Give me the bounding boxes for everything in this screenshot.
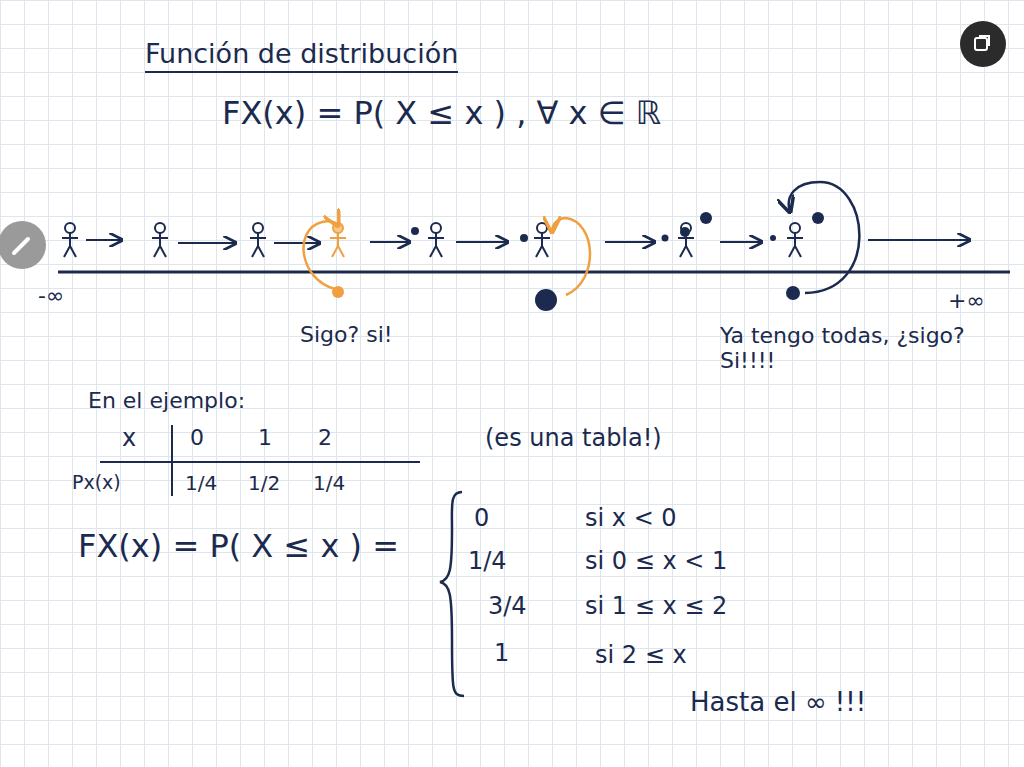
piecewise-condition: si 0 ≤ x < 1 — [585, 548, 727, 576]
table-cell: 1 — [258, 425, 272, 450]
piecewise-condition: si 1 ≤ x ≤ 2 — [585, 593, 727, 621]
piecewise-value: 1/4 — [468, 548, 507, 576]
side-note: (es una tabla!) — [485, 425, 662, 453]
table-cell: 1/4 — [313, 472, 345, 495]
piecewise-value: 0 — [474, 505, 489, 533]
formula: FX(x) = P( X ≤ x ) , ∀ x ∈ ℝ — [222, 95, 661, 132]
page-title: Función de distribución — [145, 38, 458, 73]
speech-note: Sigo? si! — [300, 322, 393, 347]
speech-note: Ya tengo todas, ¿sigo? Si!!!! — [720, 323, 970, 374]
piecewise-condition: si 2 ≤ x — [595, 642, 687, 670]
piecewise-value: 3/4 — [488, 593, 527, 621]
axis-label: +∞ — [948, 288, 985, 313]
piecewise-condition: si x < 0 — [585, 505, 677, 533]
section-note: En el ejemplo: — [88, 388, 245, 413]
table-cell: 2 — [318, 425, 332, 450]
note: Hasta el ∞ !!! — [690, 688, 866, 718]
table-cell: Px(x) — [72, 472, 121, 494]
formula: FX(x) = P( X ≤ x ) = — [78, 528, 399, 565]
table-cell: 1/2 — [248, 472, 280, 495]
table-cell: 0 — [190, 425, 204, 450]
table-cell: x — [122, 425, 136, 453]
piecewise-value: 1 — [494, 640, 509, 668]
axis-label: -∞ — [38, 283, 64, 308]
table-cell: 1/4 — [185, 472, 217, 495]
